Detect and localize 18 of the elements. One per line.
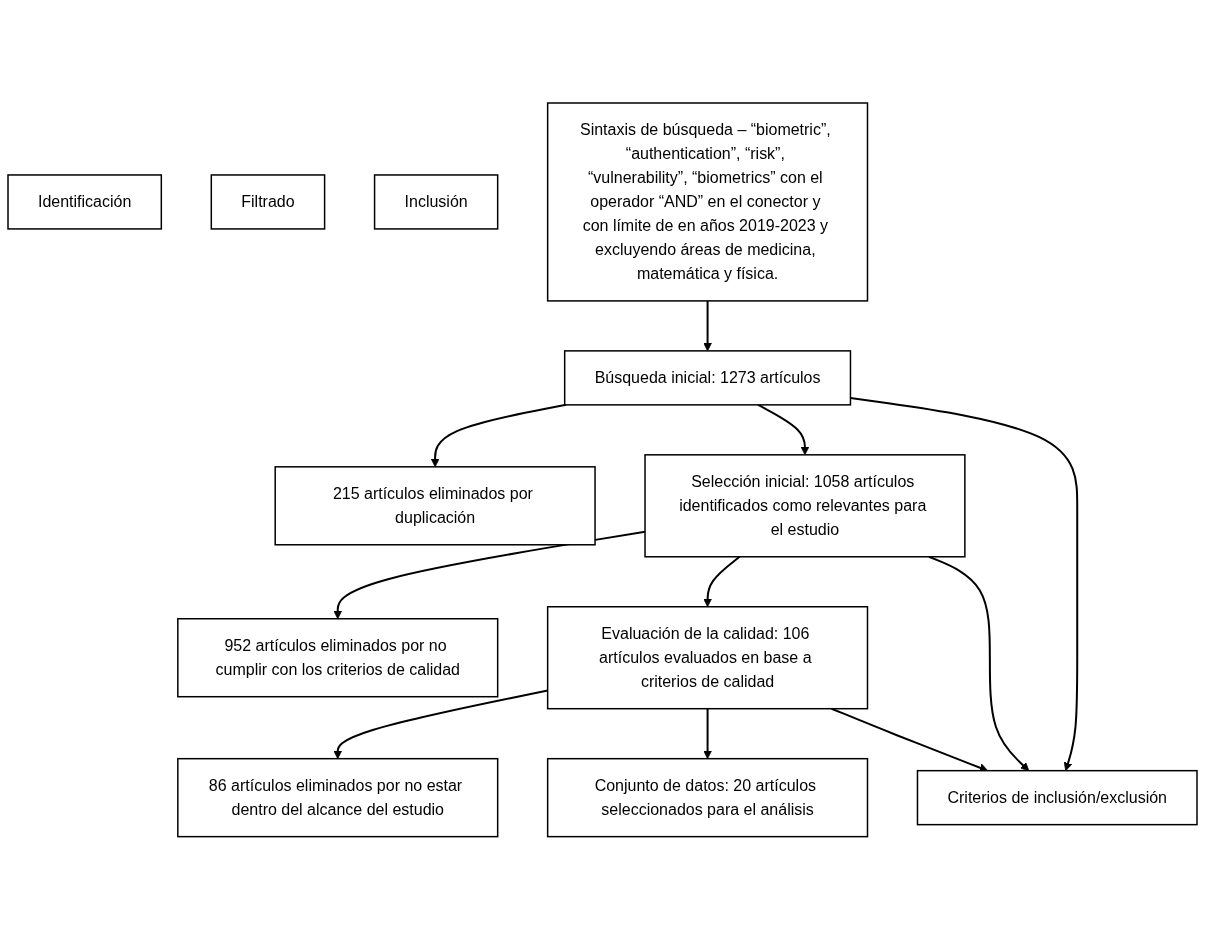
arrow — [703, 555, 741, 608]
node-box: Inclusión — [373, 174, 499, 230]
node-box: Búsqueda inicial: 1273 artículos — [563, 350, 852, 406]
node-box: 86 artículos eliminados por no estar dentro del alcance del estudio — [177, 758, 499, 838]
arrow — [703, 707, 712, 760]
arrow — [333, 531, 646, 620]
node-box: Sintaxis de búsqueda – “biometric”, “authentication”, “risk”, “vulnerability”, “biometrics” con el operador “AND” en el conector y con límite de en años 2019-2023 y excluyendo áreas de medicina, matemática y física. — [546, 102, 869, 302]
node-box: Evaluación de la calidad: 106 artículos evaluados en base a criterios de calidad — [546, 606, 869, 710]
arrow — [757, 404, 810, 456]
node-box: Identificación — [7, 174, 163, 230]
node-box: 952 artículos eliminados por no cumplir con los criterios de calidad — [177, 618, 499, 698]
node-box: Selección inicial: 1058 artículos identificados como relevantes para el estudio — [644, 454, 966, 558]
node-box: 215 artículos eliminados por duplicación — [274, 466, 596, 546]
arrow — [703, 300, 712, 352]
node-box: Criterios de inclusión/exclusión — [916, 770, 1198, 826]
node-box: Filtrado — [210, 174, 326, 230]
node-box: Conjunto de datos: 20 artículos seleccionados para el análisis — [546, 758, 869, 838]
arrow — [928, 555, 1030, 772]
